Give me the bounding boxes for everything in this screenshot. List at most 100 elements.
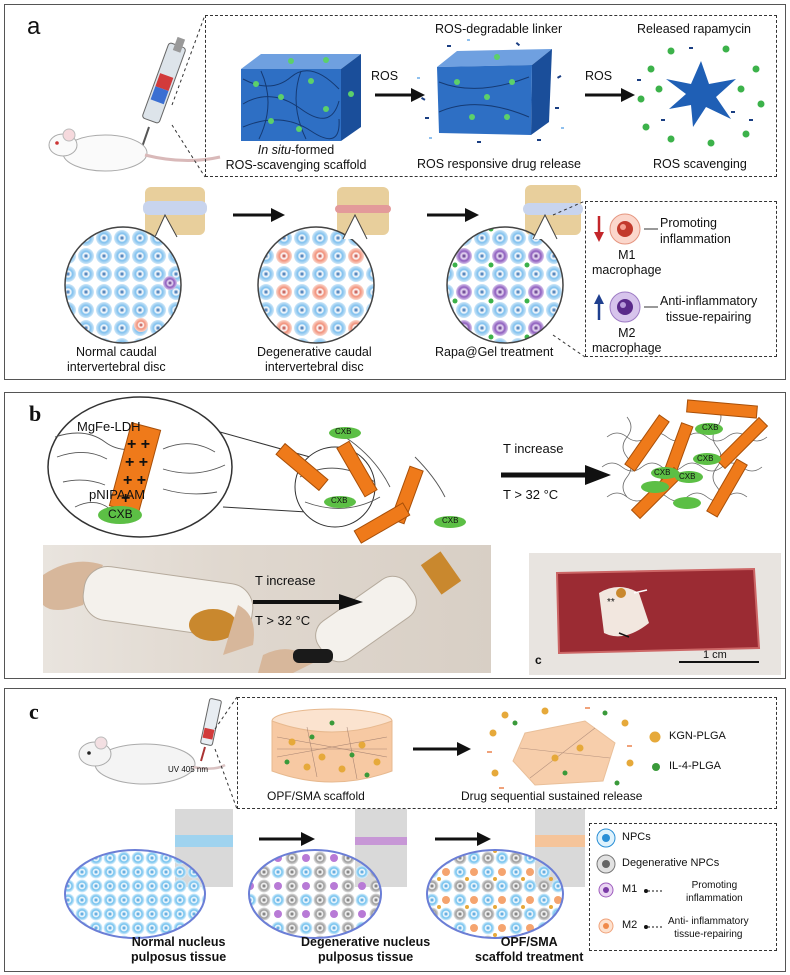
m1-label-c: M1 [622,883,638,895]
syringe-icon [139,36,186,154]
mouse-icon [48,128,221,172]
kgn-icon [649,731,661,743]
svg-text:+ +: + + [123,472,146,489]
photo-arrow-label-2: T > 32 °C [255,613,311,628]
scaffold-caption: In situ-formed ROS-scavenging scaffold [225,143,367,172]
mouse-uv-illustration [78,698,226,785]
ros-arrow-1-label: ROS [371,69,399,83]
disc-degenerative [257,187,391,344]
agg-cxb-1: CXB [702,423,719,432]
panel-a-label: a [27,13,41,40]
drug-label-3: CXB [331,496,348,505]
legend-callout-lines [552,200,586,358]
tissue-normal [64,809,233,939]
panel-c: c UV 405 nm OPF/SMA scaffold [4,688,786,972]
scale-bar-label: 1 cm [703,649,727,661]
photo-arrow [253,594,363,610]
tube-photo: T increase T > 32 °C [43,545,491,673]
agg-cxb-3: CXB [697,454,714,463]
tube-photo-art [43,551,462,673]
deg-npc-icon [596,854,616,874]
degrading-scaffold [417,39,564,143]
disc3-caption: Rapa@Gel treatment [435,345,554,359]
polymer-label: pNIPAAM [89,487,146,502]
panel-b: b + ++ ++ ++ MgFe-LDH pNIPAAM CXB CXB CX… [4,392,786,679]
m2-connector-c [644,925,664,929]
kgn-label: KGN-PLGA [669,730,726,742]
m1-cell-icon [609,213,641,245]
svg-text:+: + [121,490,130,507]
release-caption: ROS responsive drug release [417,157,581,171]
linker-label: ROS-degradable linker [435,22,563,36]
release-illustration [487,707,634,789]
panel-c-label: c [29,699,39,724]
ros-arrow-2 [585,88,635,102]
aggregate-illustration [601,399,769,520]
disc-sequence [64,185,583,344]
release-arrow [413,742,471,756]
m1-down-arrow-icon [594,216,604,242]
m1-connector-c [644,889,664,893]
opf-scaffold [271,708,393,783]
m2-cell-icon [609,291,641,323]
rapamycin-label: Released rapamycin [637,22,751,36]
m2-label-c: M2 [622,919,638,931]
tissue-inset-art [555,567,761,663]
uv-syringe-icon [200,698,222,762]
uv-label: UV 405 nm [168,765,209,774]
m2-up-arrow-icon [594,294,604,320]
photo-arrow-label: T increase [255,573,316,588]
svg-text:+ +: + + [125,454,148,471]
mechanism-box [205,15,777,177]
svg-text:+ +: + + [127,436,150,453]
scaffold-release-box [237,697,777,809]
tissue-sequence [64,809,585,939]
m2-icon [598,918,614,934]
m1-connector [644,228,658,230]
opf-scaffold-caption: OPF/SMA scaffold [267,789,365,803]
ldh-label: MgFe-LDH [77,419,141,434]
ros-arrow-1 [375,88,425,102]
disc-normal [64,187,207,344]
tissue-degenerative [248,809,407,939]
scavenging-caption: ROS scavenging [653,157,747,171]
npc-icon [596,828,616,848]
callout-lines [171,14,206,178]
panel-a: a [4,4,786,380]
callout-lines-c [214,696,238,810]
panel-b-label: b [29,401,42,426]
inset-marks: ** [607,597,615,608]
drug-label-2: CXB [335,427,352,436]
tissue-inset: ** c 1 cm [529,553,781,675]
mouse-icon [78,736,226,785]
scaffold-cube [241,54,361,141]
tissue-treated [426,809,585,939]
il4-icon [652,763,660,771]
mouse-syringe-illustration [48,36,221,172]
inset-label: c [535,653,542,667]
temp-arrow-label: T increase [503,441,564,456]
m2-connector [644,306,658,308]
agg-cxb-2: CXB [654,468,671,477]
il4-label: IL-4-PLGA [669,760,721,772]
deg-npc-label: Degenerative NPCs [622,857,720,869]
agg-cxb-4: CXB [679,472,696,481]
scavenging-illustration [637,45,765,147]
drug-label: CXB [108,507,133,521]
npc-label: NPCs [622,831,651,843]
temp-arrow-label-2: T > 32 °C [503,487,559,502]
temp-arrow [501,465,611,485]
release-caption-c: Drug sequential sustained release [461,789,643,803]
